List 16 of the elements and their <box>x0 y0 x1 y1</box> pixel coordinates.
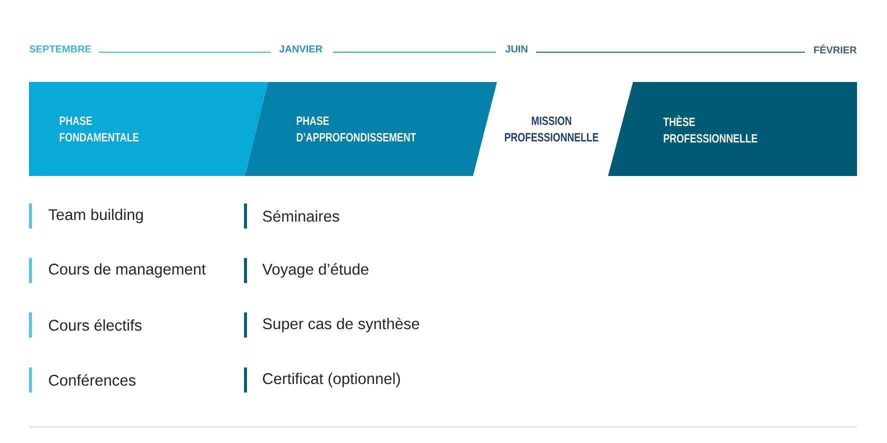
list-item: Certificat (optionnel) <box>263 372 400 388</box>
phase-label: MISSION PROFESSIONNELLE <box>504 116 598 142</box>
phase-band: PHASE FONDAMENTALE <box>29 82 268 176</box>
list-item: Cours de management <box>49 263 206 278</box>
list-item: Séminaires <box>262 210 340 222</box>
list-item: Super cas de synthèse <box>262 318 420 332</box>
list-item: Conférences <box>49 374 136 386</box>
month-label: FÉVRIER <box>814 44 857 54</box>
list-item: Team building <box>48 208 143 224</box>
list-item: Voyage d’étude <box>262 263 368 278</box>
phase-band: THÈSE PROFESSIONNELLE <box>608 82 857 176</box>
month-label: SEPTEMBRE <box>30 45 92 53</box>
list-item: Cours électifs <box>49 319 142 331</box>
month-label: JUIN <box>505 46 528 52</box>
month-label: JANVIER <box>279 46 322 52</box>
phase-band: PHASE D’APPROFONDISSEMENT <box>245 82 497 176</box>
